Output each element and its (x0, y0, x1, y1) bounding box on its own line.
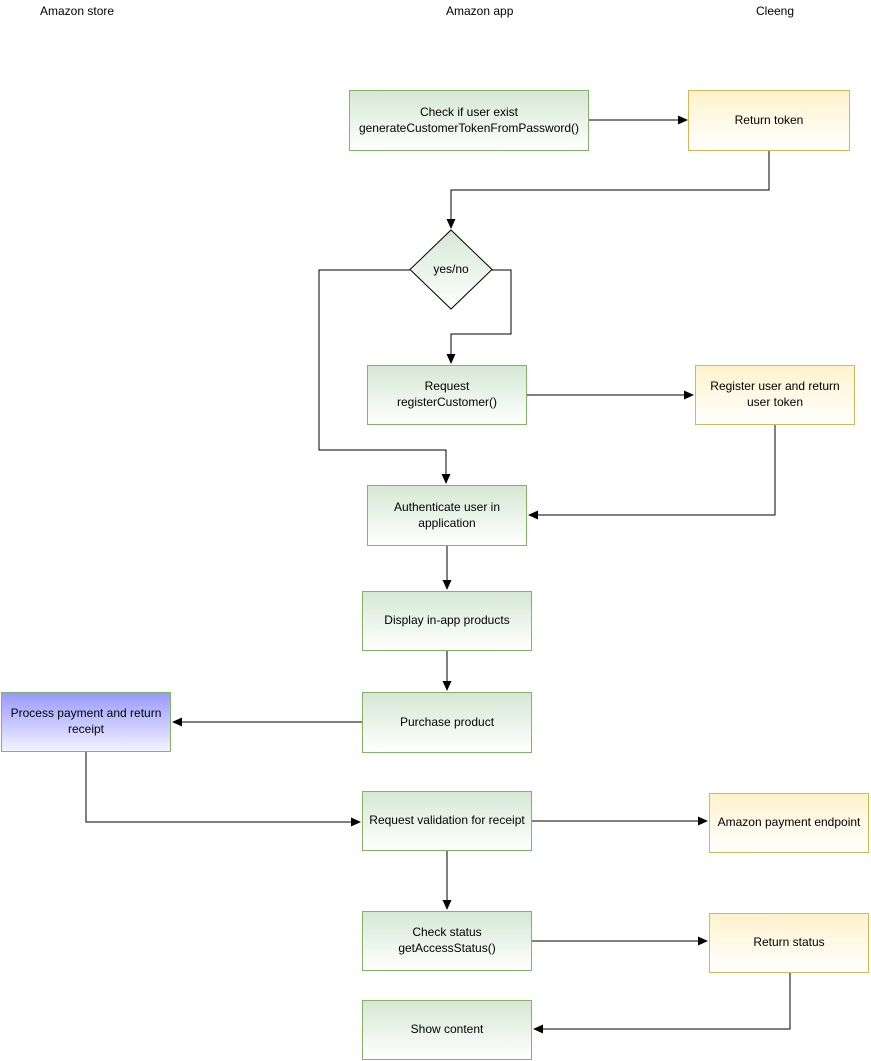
node-return-status: Return status (709, 913, 869, 973)
node-check-status: Check status getAccessStatus() (362, 911, 532, 971)
node-process-payment: Process payment and return receipt (1, 692, 171, 752)
edge-decision-to-authenticate (318, 269, 451, 484)
node-authenticate-user: Authenticate user in application (367, 485, 527, 546)
node-check-user-exist: Check if user exist generateCustomerToke… (349, 90, 589, 151)
edge-return-status-to-show-content (533, 973, 791, 1034)
node-amazon-payment-endpoint: Amazon payment endpoint (709, 793, 869, 853)
node-purchase-product: Purchase product (362, 692, 532, 753)
node-request-validation-receipt: Request validation for receipt (362, 791, 532, 851)
node-show-content: Show content (362, 1000, 532, 1060)
edge-register-user-to-authenticate (528, 425, 776, 520)
node-display-in-app-products: Display in-app products (362, 591, 532, 651)
lane-header-amazon-store: Amazon store (40, 4, 115, 18)
edge-process-payment-to-request-validation (85, 752, 361, 827)
edge-return-token-to-decision (446, 151, 770, 229)
lane-header-amazon-app: Amazon app (446, 4, 514, 18)
node-register-user-return-token: Register user and return user token (695, 365, 855, 425)
node-request-register-customer: Request registerCustomer() (367, 365, 527, 425)
lane-header-cleeng: Cleeng (756, 4, 795, 18)
decision-diamond-shape (409, 229, 493, 310)
edge-decision-to-request-register (446, 269, 512, 364)
node-return-token: Return token (688, 90, 850, 151)
decision-yes-no: yes/no (433, 262, 469, 276)
